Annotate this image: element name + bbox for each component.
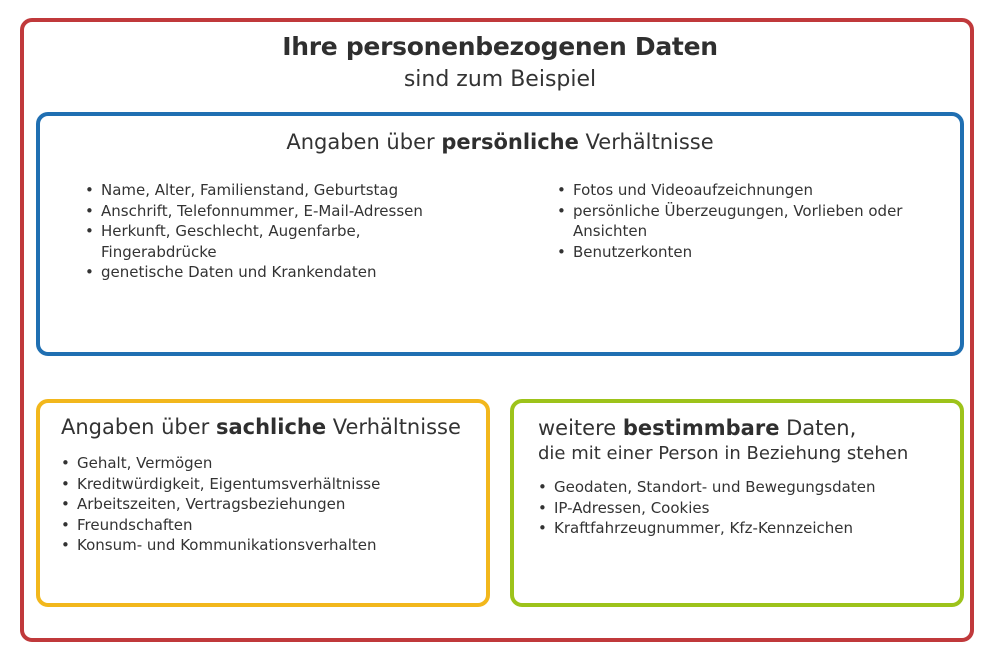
heading-post: Verhältnisse — [326, 415, 461, 439]
list-item: IP-Adressen, Cookies — [538, 498, 958, 519]
list-item: Benutzerkonten — [557, 242, 927, 263]
personal-data-box: Angaben über persönliche Verhältnisse Na… — [36, 112, 964, 356]
factual-data-list: Gehalt, Vermögen Kreditwürdigkeit, Eigen… — [61, 453, 481, 556]
heading-bold: bestimmbare — [622, 416, 780, 440]
page-subtitle: sind zum Beispiel — [403, 67, 597, 92]
list-item: genetische Daten und Krankendaten — [85, 262, 445, 283]
heading-pre: weitere — [538, 416, 623, 440]
list-item: Arbeitszeiten, Vertragsbeziehungen — [61, 494, 481, 515]
list-item: Freundschaften — [61, 515, 481, 536]
list-item: persönliche Überzeugungen, Vorlieben ode… — [557, 201, 927, 242]
factual-data-box: Angaben über sachliche Verhältnisse Geha… — [36, 399, 490, 607]
heading-pre: Angaben über — [286, 130, 442, 154]
list-item: Anschrift, Telefonnummer, E-Mail-Adresse… — [85, 201, 445, 222]
heading-post: Daten, — [779, 416, 857, 440]
list-item: Herkunft, Geschlecht, Augenfarbe, Finger… — [85, 221, 445, 262]
personal-data-heading: Angaben über persönliche Verhältnisse — [40, 130, 960, 154]
determinable-data-subheading: die mit einer Person in Beziehung stehen — [538, 443, 909, 464]
determinable-data-list: Geodaten, Standort- und Bewegungsdaten I… — [538, 477, 958, 539]
determinable-data-box: weitere bestimmbare Daten, die mit einer… — [510, 399, 964, 607]
determinable-data-heading: weitere bestimmbare Daten, — [538, 415, 856, 441]
heading-bold: sachliche — [215, 415, 327, 439]
page-title: Ihre personenbezogenen Daten — [282, 32, 718, 61]
heading-bold: persönliche — [441, 130, 579, 154]
heading-pre: Angaben über — [61, 415, 216, 439]
list-item: Kreditwürdigkeit, Eigentumsverhältnisse — [61, 474, 481, 495]
factual-data-heading: Angaben über sachliche Verhältnisse — [61, 415, 461, 439]
personal-data-list-right: Fotos und Videoaufzeichnungen persönlich… — [557, 180, 927, 262]
list-item: Gehalt, Vermögen — [61, 453, 481, 474]
outer-frame — [20, 18, 974, 642]
list-item: Kraftfahrzeugnummer, Kfz-Kennzeichen — [538, 518, 958, 539]
list-item: Konsum- und Kommunikationsverhalten — [61, 535, 481, 556]
heading-post: Verhältnisse — [578, 130, 714, 154]
list-item: Name, Alter, Familienstand, Geburtstag — [85, 180, 445, 201]
personal-data-list-left: Name, Alter, Familienstand, Geburtstag A… — [85, 180, 445, 283]
list-item: Geodaten, Standort- und Bewegungsdaten — [538, 477, 958, 498]
list-item: Fotos und Videoaufzeichnungen — [557, 180, 927, 201]
